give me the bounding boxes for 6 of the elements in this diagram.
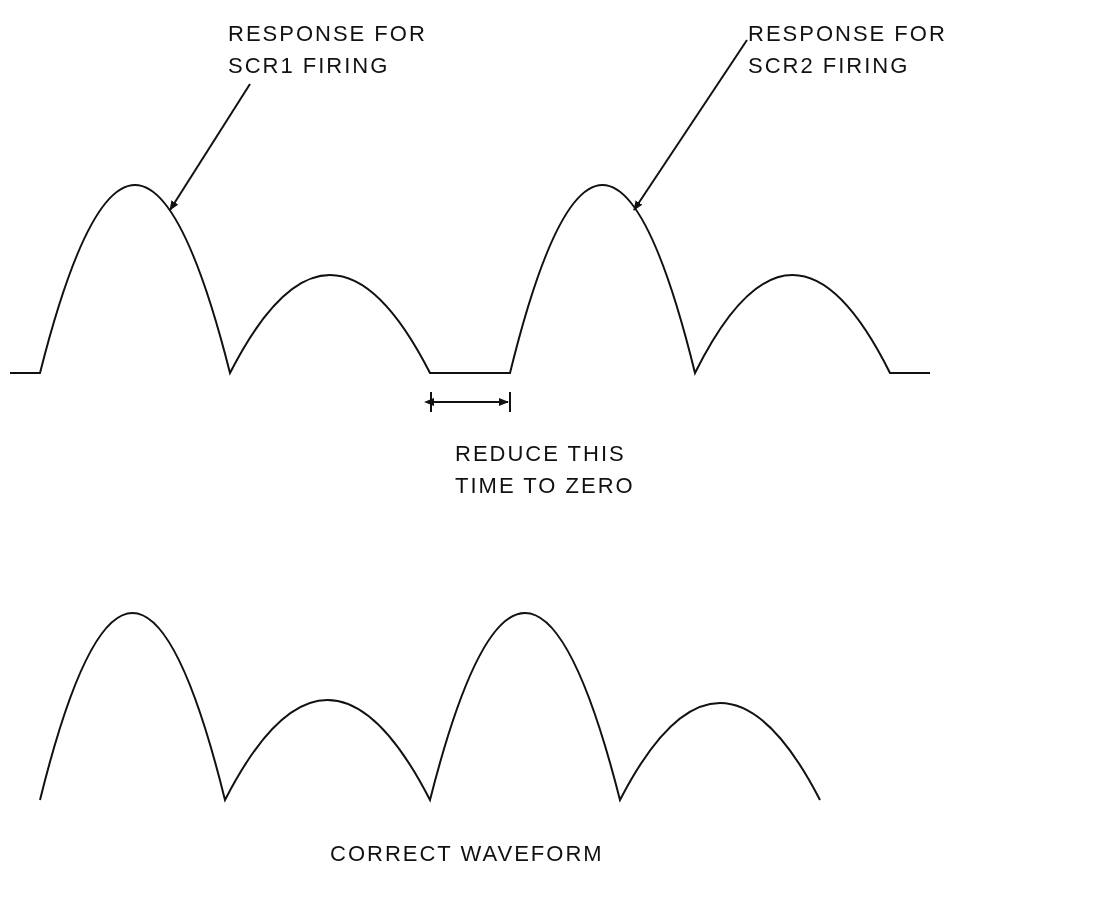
leader-line — [633, 39, 748, 211]
callout-text: RESPONSE FOR SCR1 FIRING — [228, 18, 448, 82]
leader-line — [169, 83, 251, 211]
note-text: CORRECT WAVEFORM — [330, 840, 605, 868]
note-text: REDUCE THIS TIME TO ZERO — [455, 440, 636, 500]
callout-text: RESPONSE FOR SCR2 FIRING — [748, 18, 978, 82]
